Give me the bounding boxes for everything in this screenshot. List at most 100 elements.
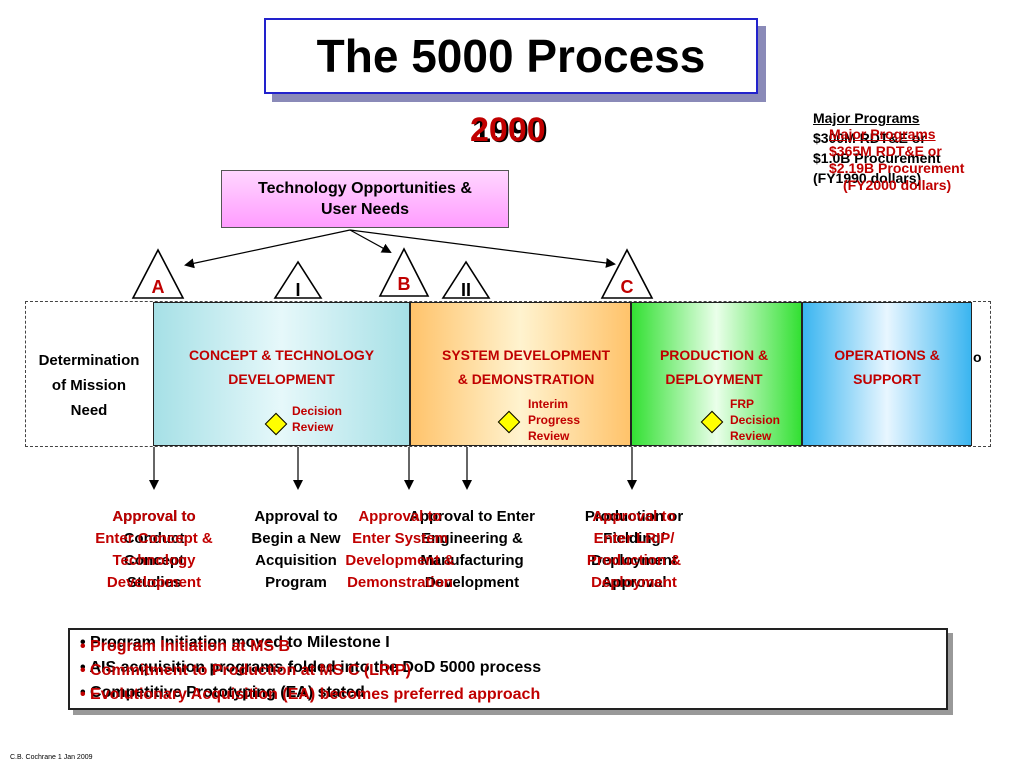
milestone-c-label: C: [620, 277, 634, 297]
major-programs-1990-line: (FY1990 dollars): [813, 170, 922, 186]
phase-label-system: SYSTEM DEVELOPMENT & DEMONSTRATION: [410, 343, 642, 391]
needs-arrows: [184, 229, 616, 269]
review-label-line: Review: [528, 429, 570, 443]
interim-progress-review-label: Interim Progress Review: [528, 396, 580, 444]
major-programs-2000-line: $2.19B Procurement: [829, 160, 965, 176]
bullet-program-initiation-msb: • Program Initiation at MS B: [80, 638, 291, 655]
approval-line: Enter LRIP/: [593, 530, 675, 547]
down-arrows: [149, 447, 637, 490]
triangle-c: [600, 248, 654, 299]
approval-line: Studies: [126, 574, 182, 591]
approval-line: Engineering &: [421, 530, 523, 547]
approval-line: Enter Concept &: [95, 530, 213, 547]
approval-line: Development &: [345, 552, 455, 569]
milestone-triangles: [131, 247, 654, 299]
phase-label-line: SUPPORT: [853, 371, 921, 387]
mission-need-region: [25, 301, 991, 447]
approval-line: Production or: [584, 508, 684, 525]
phase-label-line: DEVELOPMENT: [228, 371, 335, 387]
approval-line: Demonstration: [347, 574, 453, 591]
approval-line: Approval to: [112, 508, 196, 525]
mission-need-line: Determination: [38, 352, 140, 369]
footer-credit: C.B. Cochrane 1 Jan 2009: [10, 754, 93, 761]
year-1990: 1990: [472, 112, 548, 150]
review-label-line: Interim: [528, 397, 569, 411]
approval-line: Technology: [112, 552, 196, 569]
phase-label-line: OPERATIONS &: [834, 347, 940, 363]
arrow-to-b: [349, 229, 392, 253]
triangle-a: [131, 248, 185, 299]
approval-new-acquisition-program: Approval to Begin a New Acquisition Prog…: [236, 506, 356, 594]
approval-enter-system-development: Approval to Enter System Development & D…: [332, 506, 468, 594]
review-label-line: Review: [292, 420, 334, 434]
approval-line: Deployment: [591, 574, 677, 591]
approval-line: Manufacturing: [420, 552, 524, 569]
technology-opportunities-box: Technology Opportunities & User Needs: [221, 170, 509, 228]
milestone-a-label: A: [151, 277, 165, 297]
review-label-line: Review: [730, 429, 772, 443]
approval-production-fielding: Production or Fielding/ Deployment Appro…: [566, 506, 702, 594]
bullet-competitive-prototyping: • Competitive Prototyping (EA) stated: [80, 684, 365, 701]
major-programs-2000-heading: Major Programs: [829, 126, 936, 142]
arrow-to-a: [184, 229, 351, 269]
milestone-ii-label: II: [460, 280, 471, 300]
approval-enter-lrip: Approval to Enter LRIP/ Production & Dep…: [568, 506, 700, 594]
approval-line: Development: [424, 574, 520, 591]
milestone-i-label: I: [295, 280, 301, 300]
approval-line: Approval to Enter: [409, 508, 535, 525]
major-programs-1990-line: $1.0B Procurement: [813, 150, 941, 166]
phase-label-concept: CONCEPT & TECHNOLOGY DEVELOPMENT: [153, 343, 410, 391]
approval-line: Conduct: [123, 530, 185, 547]
phase-label-line: CONCEPT & TECHNOLOGY: [188, 347, 375, 363]
phase-label-production: PRODUCTION & DEPLOYMENT: [631, 343, 797, 391]
approval-line: Acquisition: [255, 552, 337, 569]
approval-enter-concept-technology: Approval to Enter Concept & Technology D…: [76, 506, 232, 594]
cutoff-text: o: [973, 349, 982, 365]
phase-system-development: [410, 302, 631, 446]
summary-box: [68, 628, 948, 710]
bullet-commitment-production: • Commitment to Production at MS C (LRIP…: [80, 662, 411, 679]
phase-operations-support: [802, 302, 972, 446]
mission-need-line: Need: [70, 402, 108, 419]
approval-line: Concept: [124, 552, 184, 569]
approval-line: Enter System: [352, 530, 448, 547]
mission-need-line: of Mission: [51, 377, 127, 394]
review-label-line: FRP: [730, 397, 754, 411]
approval-line: Deployment: [591, 552, 677, 569]
bullet-evolutionary-acquisition: • Evolutionary Acquisition (EA) becomes …: [80, 686, 541, 703]
tech-box-line: User Needs: [320, 201, 410, 218]
major-programs-2000-line: (FY2000 dollars): [843, 177, 952, 193]
decision-review-label: Decision Review: [292, 403, 342, 435]
approval-line: Approval: [601, 574, 667, 591]
review-label-line: Decision: [292, 404, 343, 418]
mission-need-label: Determination of Mission Need: [28, 348, 150, 423]
phase-label-line: PRODUCTION &: [659, 347, 769, 363]
approval-line: Development: [106, 574, 202, 591]
major-programs-1990: Major Programs $300M RDT&E or $1.0B Proc…: [813, 108, 941, 188]
phase-label-line: SYSTEM DEVELOPMENT: [441, 347, 611, 363]
major-programs-1990-line: $300M RDT&E or: [813, 130, 926, 146]
major-programs-2000-line: $365M RDT&E or: [829, 143, 942, 159]
approval-line: Begin a New: [251, 530, 341, 547]
approval-line: Approval to: [592, 508, 676, 525]
triangle-ii: [441, 260, 491, 299]
approval-line: Approval to: [112, 508, 196, 525]
major-programs-1990-heading: Major Programs: [813, 110, 920, 126]
review-label-line: Decision: [730, 413, 781, 427]
milestone-b-label: B: [397, 274, 411, 294]
approval-line: Approval to: [358, 508, 442, 525]
approval-emd: Approval to Enter Engineering & Manufact…: [388, 506, 556, 594]
year-2000: 2000: [470, 111, 546, 149]
triangle-b: [378, 247, 430, 297]
frp-decision-review-label: FRP Decision Review: [730, 396, 780, 444]
triangle-i: [273, 260, 323, 299]
phase-label-operations: OPERATIONS & SUPPORT: [802, 343, 972, 391]
arrow-to-c: [349, 229, 616, 268]
phase-label-line: DEPLOYMENT: [665, 371, 763, 387]
major-programs-2000: Major Programs $365M RDT&E or $2.19B Pro…: [829, 126, 964, 194]
page-title: The 5000 Process: [264, 18, 758, 94]
tech-box-line: Technology Opportunities &: [258, 180, 472, 197]
approval-line: Production &: [586, 552, 682, 569]
bullet-ais-folded: • AIS acquisition programs folded into t…: [80, 659, 542, 676]
